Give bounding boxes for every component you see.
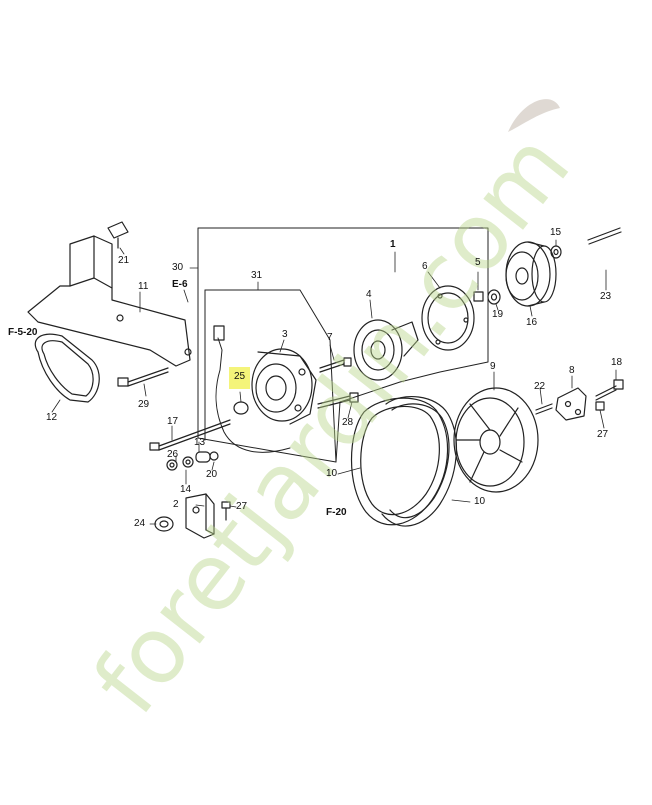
collar-13 [195,451,211,463]
callout-12[interactable]: 12 [46,412,58,423]
bolt-17 [149,419,231,451]
callout-9[interactable]: 9 [490,361,496,372]
callout-25-highlighted[interactable]: 25 [229,367,251,389]
pin-22 [535,403,553,415]
wire [213,325,291,453]
callout-14[interactable]: 14 [180,484,192,495]
washer-25 [233,401,249,415]
nut-27 [595,401,605,411]
callout-10-right[interactable]: 10 [474,496,486,507]
callout-13[interactable]: 13 [194,437,206,448]
bolt-28 [317,392,359,409]
callout-8[interactable]: 8 [569,365,575,376]
callout-10-left[interactable]: 10 [326,468,338,479]
callout-31[interactable]: 31 [251,270,263,281]
nut-14 [182,456,194,468]
callout-27-lower[interactable]: 27 [236,501,248,512]
shaft-23 [587,227,622,245]
ref-F-20[interactable]: F-20 [326,507,347,518]
callout-2[interactable]: 2 [173,499,179,510]
bolt-18 [595,379,624,401]
callout-20[interactable]: 20 [206,469,218,480]
clutch-3 [251,348,317,425]
callout-16[interactable]: 16 [526,317,538,328]
ref-E-6[interactable]: E-6 [172,279,188,290]
callout-28[interactable]: 28 [342,417,354,428]
bracket-11 [27,235,192,367]
callout-29[interactable]: 29 [138,399,150,410]
callout-30[interactable]: 30 [172,262,184,273]
vbelt-10 [351,396,458,527]
callout-1[interactable]: 1 [390,239,396,250]
pulley-4 [353,319,419,381]
bracket-2 [185,493,215,539]
bolt-27-lower [221,501,231,521]
washer-20 [209,451,219,461]
callout-11[interactable]: 11 [138,281,149,292]
nut-26 [166,459,178,471]
callout-18[interactable]: 18 [611,357,623,368]
callout-5[interactable]: 5 [475,257,481,268]
callout-6[interactable]: 6 [422,261,428,272]
pulley-16 [505,241,557,307]
ref-F-5-20[interactable]: F-5-20 [8,327,38,338]
callout-26[interactable]: 26 [167,449,179,460]
callout-21[interactable]: 21 [118,255,130,266]
callout-19[interactable]: 19 [492,309,504,320]
bolt-29 [117,367,169,387]
washer-19 [487,289,501,305]
watermark-text: foretjardin.com [73,113,590,733]
connector-21 [107,221,129,249]
callout-24[interactable]: 24 [134,518,146,529]
nut-5 [473,291,484,302]
washer-15 [550,245,562,259]
plate-8 [555,387,587,421]
callout-17[interactable]: 17 [167,416,179,427]
callout-15[interactable]: 15 [550,227,562,238]
callout-22[interactable]: 22 [534,381,546,392]
leader-lines [51,239,617,525]
callout-27-right[interactable]: 27 [597,429,609,440]
cover-6 [421,285,475,351]
bolt-7 [319,357,352,373]
callout-3[interactable]: 3 [282,329,288,340]
belt-12 [34,333,100,403]
callout-7[interactable]: 7 [327,332,333,343]
callout-4[interactable]: 4 [366,289,372,300]
pulley-9 [453,387,539,493]
callout-23[interactable]: 23 [600,291,612,302]
roller-24 [154,516,174,532]
